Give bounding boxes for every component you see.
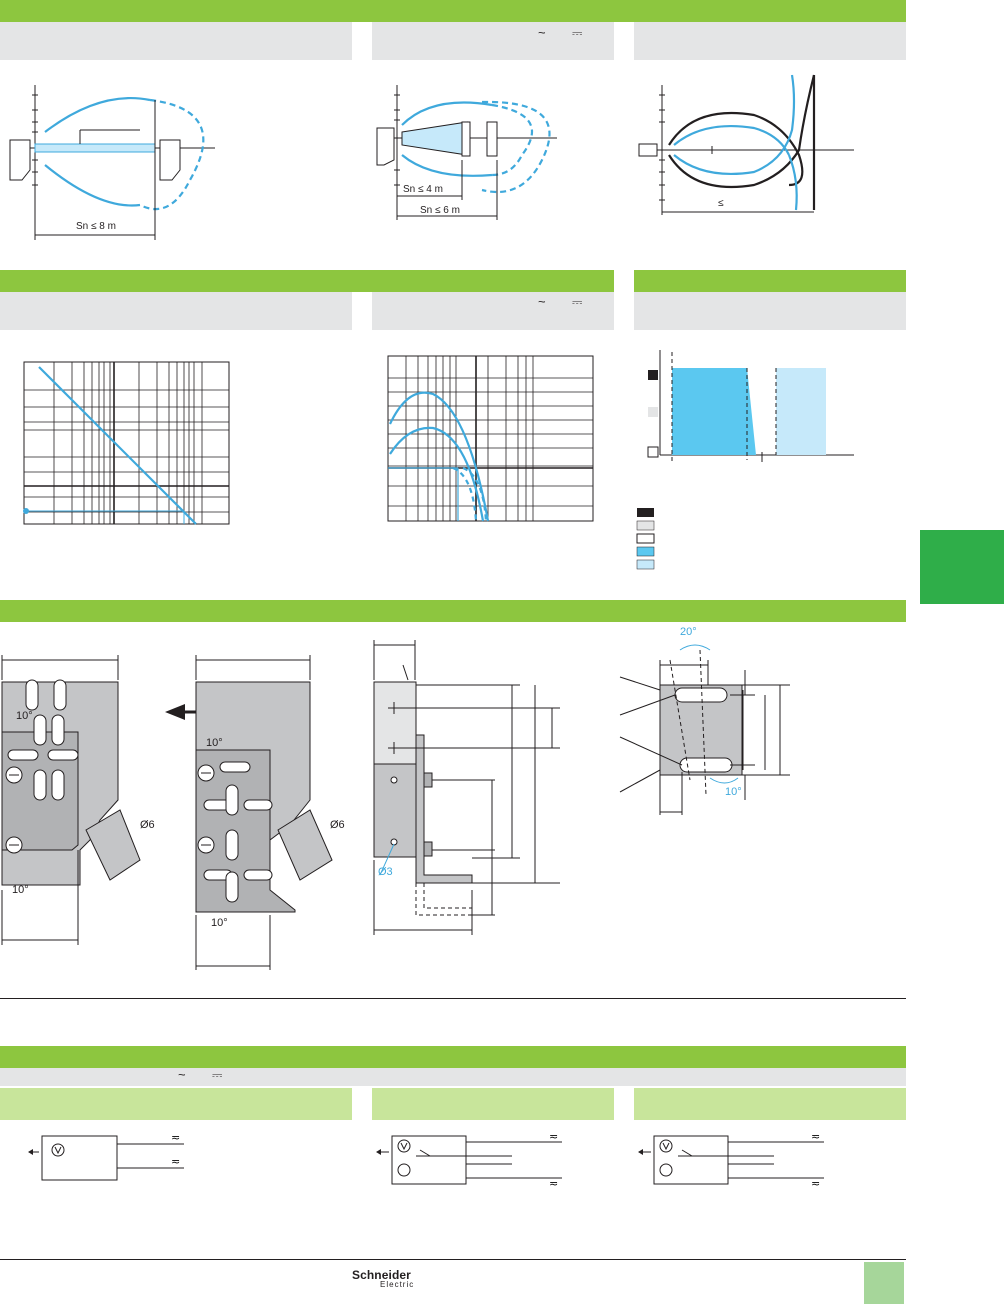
section-bar-dimensions <box>0 600 906 622</box>
wiring-header-receiver-b <box>634 1088 906 1120</box>
subheader-reflex <box>372 22 614 60</box>
rx-b-ac-2: ≂ <box>811 1178 820 1190</box>
label-sn-4m: Sn ≤ 4 m <box>403 184 443 195</box>
subheader-background <box>634 22 906 60</box>
angle-20: 20° <box>680 626 697 638</box>
section-bar-detection-curves <box>0 0 906 22</box>
angle-10-e: 10° <box>725 786 742 798</box>
wiring-receiver-a: ≂ ≂ <box>376 1131 562 1190</box>
wiring-header-receiver-a <box>372 1088 614 1120</box>
ac-symbol: ~ <box>538 25 546 40</box>
angle-10-c: 10° <box>206 737 223 749</box>
dc-symbol-3: ⎓ <box>212 1067 223 1082</box>
subheader-timing <box>634 292 906 330</box>
wiring-header-emitter <box>0 1088 352 1120</box>
section-bar-timing <box>634 270 906 292</box>
page-number-box <box>864 1262 904 1304</box>
emitter-ac-1: ≂ <box>171 1132 180 1144</box>
label-sn-6m: Sn ≤ 6 m <box>420 205 460 216</box>
section-bar-curves-2 <box>0 270 614 292</box>
dc-symbol: ⎓ <box>572 25 583 40</box>
section-bar-wiring <box>0 1046 906 1068</box>
diagram-bracket-side <box>373 640 560 935</box>
diagram-log-grid-a <box>23 361 230 525</box>
ac-symbol-2: ~ <box>538 294 546 309</box>
diagram-thru-beam-curve <box>9 85 215 240</box>
label-sn-8m: Sn ≤ 8 m <box>76 221 116 232</box>
footer-line <box>0 1259 906 1260</box>
diagram-reflex-curve <box>376 85 557 220</box>
rx-a-ac-1: ≂ <box>549 1131 558 1143</box>
diagram-timing-zones <box>636 350 854 570</box>
divider-line <box>0 998 906 999</box>
rx-b-ac-1: ≂ <box>811 1131 820 1143</box>
schneider-logo: Schneider Electric <box>352 1268 432 1296</box>
logo-name: Schneider <box>352 1268 411 1282</box>
diagram-log-grid-b <box>387 355 594 522</box>
subheader-curve-b <box>372 292 614 330</box>
diagram-bracket-b <box>165 655 333 970</box>
phi6-a: Ø6 <box>140 819 155 831</box>
rx-a-ac-2: ≂ <box>549 1178 558 1190</box>
diagram-bracket-a <box>1 655 141 945</box>
wiring-emitter: ≂ ≂ <box>28 1132 184 1181</box>
side-tab <box>920 530 1004 604</box>
angle-10-b: 10° <box>12 884 29 896</box>
subheader-diffuse <box>0 22 352 60</box>
ac-symbol-3: ~ <box>178 1067 186 1082</box>
angle-10-d: 10° <box>211 917 228 929</box>
emitter-ac-2: ≂ <box>171 1156 180 1168</box>
phi3: Ø3 <box>378 866 393 878</box>
logo-sub: Electric <box>380 1280 415 1289</box>
diagram-background-curve <box>638 74 854 215</box>
subheader-curve-a <box>0 292 352 330</box>
diagram-bracket-slots <box>619 644 790 815</box>
subheader-wiring <box>0 1068 906 1086</box>
wiring-receiver-b: ≂ ≂ <box>638 1131 824 1190</box>
label-le: ≤ <box>718 198 724 209</box>
dc-symbol-2: ⎓ <box>572 294 583 309</box>
phi6-b: Ø6 <box>330 819 345 831</box>
angle-10-a: 10° <box>16 710 33 722</box>
